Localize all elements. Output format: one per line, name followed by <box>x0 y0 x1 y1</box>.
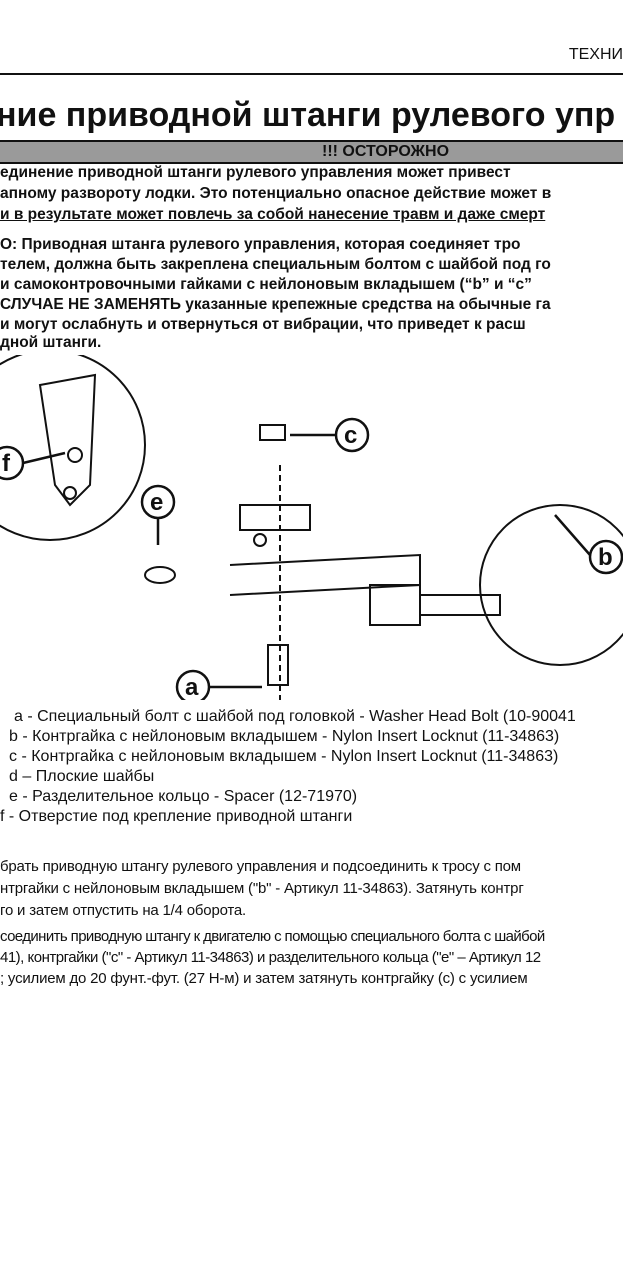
legend-item: b - Контргайка с нейлоновым вкладышем - … <box>9 728 560 745</box>
callout-b: b <box>598 544 613 571</box>
note-emphasis: СЛУЧАЕ НЕ ЗАМЕНЯТЬ <box>0 296 181 313</box>
legend-item: f - Отверстие под крепление приводной шт… <box>0 808 353 825</box>
note-line: и могут ослабнуть и отвернуться от вибра… <box>0 316 526 333</box>
warning-line: единение приводной штанги рулевого управ… <box>0 164 511 181</box>
warning-label: !!! ОСТОРОЖНО <box>322 143 450 160</box>
callout-b-circle <box>588 539 623 575</box>
callout-e: e <box>150 489 163 516</box>
bracket <box>229 504 421 596</box>
spacer-e <box>144 566 176 584</box>
legend-item: e - Разделительное кольцо - Spacer (12-7… <box>9 788 358 805</box>
step-line: 41), контргайки ("c" - Артикул 11-34863)… <box>0 949 541 966</box>
section-header: ТЕХНИ <box>568 46 623 63</box>
step-line: ; усилием до 20 фунт.-фут. (27 Н-м) и за… <box>0 970 528 987</box>
nut-c <box>259 424 286 441</box>
warning-bar: !!! ОСТОРОЖНО <box>0 140 623 164</box>
legend-item: d – Плоские шайбы <box>9 768 155 785</box>
page-title: ние приводной штанги рулевого упр <box>0 96 616 134</box>
detail-circle-left <box>0 355 146 541</box>
step-line: нтргайки с нейлоновым вкладышем ("b" - А… <box>0 880 524 897</box>
callout-a: a <box>185 674 199 700</box>
bolt-hole <box>253 533 267 547</box>
step-line: брать приводную штангу рулевого управлен… <box>0 858 521 875</box>
detail-circle-right <box>479 504 623 666</box>
hole-f <box>67 447 83 463</box>
warning-line: и в результате может повлечь за собой на… <box>0 206 546 223</box>
callout-c: c <box>344 422 357 449</box>
callout-f: f <box>2 450 11 477</box>
note-rest: указанные крепежные средства на обычные … <box>181 296 551 313</box>
cylinder <box>369 584 501 626</box>
step-line: соединить приводную штангу к двигателю с… <box>0 928 545 945</box>
legend-item: a - Специальный болт с шайбой под головк… <box>14 708 576 725</box>
note-line: О: Приводная штанга рулевого управления,… <box>0 236 521 253</box>
callout-leaders <box>22 433 591 689</box>
note-line: СЛУЧАЕ НЕ ЗАМЕНЯТЬ указанные крепежные с… <box>0 296 551 314</box>
legend-item: c - Контргайка с нейлоновым вкладышем - … <box>9 748 559 765</box>
note-line: и самоконтровочными гайками с нейлоновым… <box>0 276 532 293</box>
header-rule <box>0 73 623 75</box>
warning-line: апному развороту лодки. Это потенциально… <box>0 185 552 202</box>
step-line: го и затем отпустить на 1/4 оборота. <box>0 902 247 919</box>
hole <box>63 486 77 500</box>
note-line: телем, должна быть закреплена специальны… <box>0 256 551 273</box>
bracket-plate <box>38 373 97 507</box>
note-line: дной штанги. <box>0 334 102 351</box>
steering-link-diagram: c e f b a <box>0 355 623 700</box>
bolt-a <box>267 644 289 686</box>
